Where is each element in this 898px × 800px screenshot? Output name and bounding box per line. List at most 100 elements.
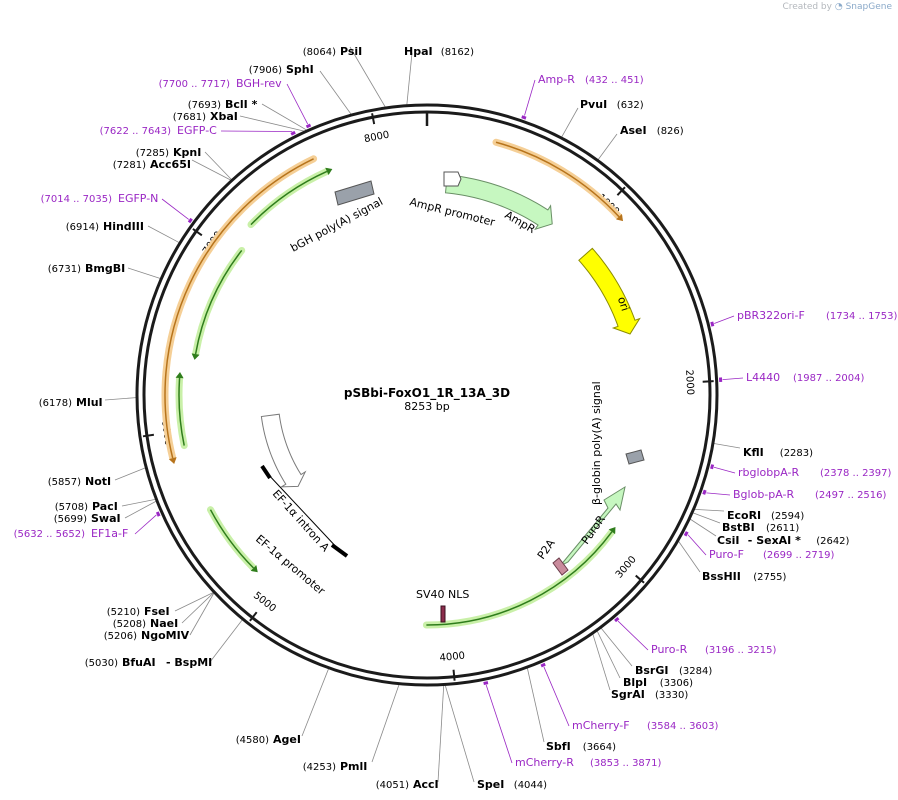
primer-leader bbox=[617, 620, 649, 651]
tick-5000 bbox=[249, 611, 258, 622]
primer-leader bbox=[687, 534, 707, 556]
enzyme-name: SbfI bbox=[546, 740, 571, 753]
enzyme-leader-naei bbox=[181, 592, 214, 624]
enzyme-site-acci[interactable]: AccI(4051) bbox=[376, 778, 439, 791]
snapgene-logo-icon: ◔ bbox=[834, 2, 843, 12]
enzyme-site-pvui[interactable]: PvuI(632) bbox=[580, 98, 644, 111]
primer-site-amp-r[interactable]: Amp-R(432 .. 451) bbox=[524, 73, 644, 116]
enzyme-site-spei[interactable]: SpeI(4044) bbox=[477, 778, 547, 791]
enzyme-site-bcli[interactable]: BclI *(7693) bbox=[188, 98, 258, 111]
backbone-ring bbox=[135, 103, 719, 687]
primer-name: mCherry-F bbox=[572, 719, 630, 732]
primer-leader bbox=[286, 83, 309, 125]
enzyme-name: KpnI bbox=[173, 146, 201, 159]
enzyme-name: EcoRI bbox=[727, 509, 761, 522]
enzyme-name: BfuAI bbox=[122, 656, 156, 669]
enzyme-position: (6731) bbox=[48, 264, 81, 275]
enzyme-site-sphi[interactable]: SphI(7906) bbox=[249, 63, 314, 76]
enzyme-site-bstbi[interactable]: BstBI(2611) bbox=[722, 521, 799, 534]
enzyme-site-kpni[interactable]: KpnI(7285) bbox=[136, 146, 202, 159]
primer-site-ef1a-f[interactable]: EF1a-F(5632 .. 5652) bbox=[14, 514, 157, 540]
enzyme-name: XbaI bbox=[210, 110, 238, 123]
enzyme-leader-xbai bbox=[239, 115, 305, 132]
enzyme-site-agei[interactable]: AgeI(4580) bbox=[236, 733, 301, 746]
orf-arc-green-upper-line bbox=[250, 170, 328, 226]
primer-site-puro-f[interactable]: Puro-F(2699 .. 2719) bbox=[687, 534, 835, 561]
enzyme-position: (6178) bbox=[39, 398, 72, 409]
enzyme-site-csii[interactable]: CsiI- SexAI *(2642) bbox=[717, 534, 850, 547]
primer-mark-bgh-rev bbox=[305, 123, 312, 129]
tick-7000 bbox=[192, 228, 203, 237]
enzyme-site-kfli[interactable]: KflI(2283) bbox=[743, 446, 813, 459]
primer-site-puro-r[interactable]: Puro-R(3196 .. 3215) bbox=[617, 620, 777, 656]
leader-lines bbox=[104, 46, 741, 783]
enzyme-site-bfuai[interactable]: BfuAI(5030)- BspMI bbox=[85, 656, 213, 669]
enzyme-site-fsei[interactable]: FseI(5210) bbox=[107, 605, 170, 618]
enzyme-site-xbai[interactable]: XbaI(7681) bbox=[173, 110, 238, 123]
enzyme-leader-fsei bbox=[174, 592, 214, 612]
primer-site-l4440[interactable]: L4440(1987 .. 2004) bbox=[722, 371, 865, 384]
enzyme-site-bsrgi[interactable]: BsrGI(3284) bbox=[635, 664, 712, 677]
enzyme-site-noti[interactable]: NotI(5857) bbox=[48, 475, 111, 488]
primer-range: (2699 .. 2719) bbox=[763, 550, 835, 561]
orf-arc-orange-left-head bbox=[168, 457, 177, 464]
primer-site-mcherry-f[interactable]: mCherry-F(3584 .. 3603) bbox=[543, 666, 719, 732]
enzyme-leader-kfli bbox=[713, 443, 741, 449]
enzyme-name-2: - SexAI * bbox=[748, 534, 801, 547]
enzyme-leader-sgrai bbox=[592, 634, 611, 691]
enzyme-name: BmgBI bbox=[85, 262, 125, 275]
orf-arc-green-bottom-head bbox=[608, 526, 616, 535]
primer-name: BGH-rev bbox=[236, 77, 282, 90]
enzyme-site-bsshii[interactable]: BssHII(2755) bbox=[702, 570, 787, 583]
enzyme-position: (5857) bbox=[48, 477, 81, 488]
enzyme-site-sbfi[interactable]: SbfI(3664) bbox=[546, 740, 616, 753]
primer-site-bglob-pa-r[interactable]: Bglob-pA-R(2497 .. 2516) bbox=[706, 488, 887, 501]
enzyme-name: PacI bbox=[92, 500, 118, 513]
enzyme-site-hpai[interactable]: HpaI(8162) bbox=[404, 45, 474, 58]
primer-site-pbr322ori-f[interactable]: pBR322ori-F(1734 .. 1753) bbox=[714, 309, 898, 324]
primer-site-egfp-n[interactable]: EGFP-N(7014 .. 7035) bbox=[41, 192, 189, 220]
enzyme-site-pmli[interactable]: PmlI(4253) bbox=[303, 760, 368, 773]
primer-name: EGFP-C bbox=[177, 124, 217, 137]
enzyme-leader-bfuai bbox=[209, 619, 243, 663]
enzyme-site-hindiii[interactable]: HindIII(6914) bbox=[66, 220, 144, 233]
primer-name: L4440 bbox=[746, 371, 780, 384]
primer-site-egfp-c[interactable]: EGFP-C(7622 .. 7643) bbox=[100, 124, 293, 137]
orf-arc-green-lower bbox=[206, 506, 258, 572]
enzyme-site-ngomiv[interactable]: NgoMIV(5206) bbox=[104, 629, 190, 642]
enzyme-name: PmlI bbox=[340, 760, 367, 773]
enzyme-name: AccI bbox=[413, 778, 439, 791]
primer-site-bgh-rev[interactable]: BGH-rev(7700 .. 7717) bbox=[159, 77, 309, 125]
enzyme-name: PsiI bbox=[340, 45, 362, 58]
primer-mark-puro-r bbox=[614, 616, 620, 623]
primer-site-mcherry-r[interactable]: mCherry-R(3853 .. 3871) bbox=[485, 684, 662, 769]
orf-arc-green-left-head bbox=[191, 353, 200, 360]
ampr-promoter-arrow bbox=[443, 171, 462, 187]
primer-name: EGFP-N bbox=[118, 192, 158, 205]
enzyme-position: (826) bbox=[657, 126, 684, 137]
enzyme-site-blpi[interactable]: BlpI(3306) bbox=[623, 676, 693, 689]
primer-site-rbglobpa-r[interactable]: rbglobpA-R(2378 .. 2397) bbox=[713, 466, 892, 479]
ef1a-promoter-arrow bbox=[260, 413, 307, 488]
plasmid-name: pSBbi-FoxO1_1R_13A_3D bbox=[344, 386, 510, 401]
enzyme-site-sgrai[interactable]: SgrAI(3330) bbox=[611, 688, 688, 701]
primer-leader bbox=[706, 492, 731, 496]
orf-arc-orange-top-head bbox=[616, 213, 624, 222]
enzyme-site-asei[interactable]: AseI(826) bbox=[620, 124, 684, 137]
enzyme-site-paci[interactable]: PacI(5708) bbox=[55, 500, 118, 513]
orf-arc-green-left-line bbox=[194, 249, 243, 355]
site-labels: PsiI(8064) HpaI(8162) SphI(7906) BclI *(769… bbox=[14, 45, 898, 791]
enzyme-position: (2642) bbox=[816, 536, 849, 547]
primer-mark-ef1a-f bbox=[155, 511, 161, 517]
enzyme-site-swai[interactable]: SwaI(5699) bbox=[54, 512, 121, 525]
enzyme-site-psii[interactable]: PsiI(8064) bbox=[303, 45, 363, 58]
enzyme-leader-psii bbox=[349, 46, 386, 108]
enzyme-site-mlui[interactable]: MluI(6178) bbox=[39, 396, 103, 409]
enzyme-site-acc65i[interactable]: Acc65I(7281) bbox=[113, 158, 191, 171]
enzyme-name: AgeI bbox=[273, 733, 301, 746]
enzyme-site-bmgbi[interactable]: BmgBI (6731) bbox=[48, 262, 125, 275]
enzyme-site-ecori[interactable]: EcoRI(2594) bbox=[727, 509, 804, 522]
tick-2000 bbox=[702, 380, 714, 383]
intron-span bbox=[265, 471, 341, 552]
enzyme-site-naei[interactable]: NaeI(5208) bbox=[113, 617, 178, 630]
